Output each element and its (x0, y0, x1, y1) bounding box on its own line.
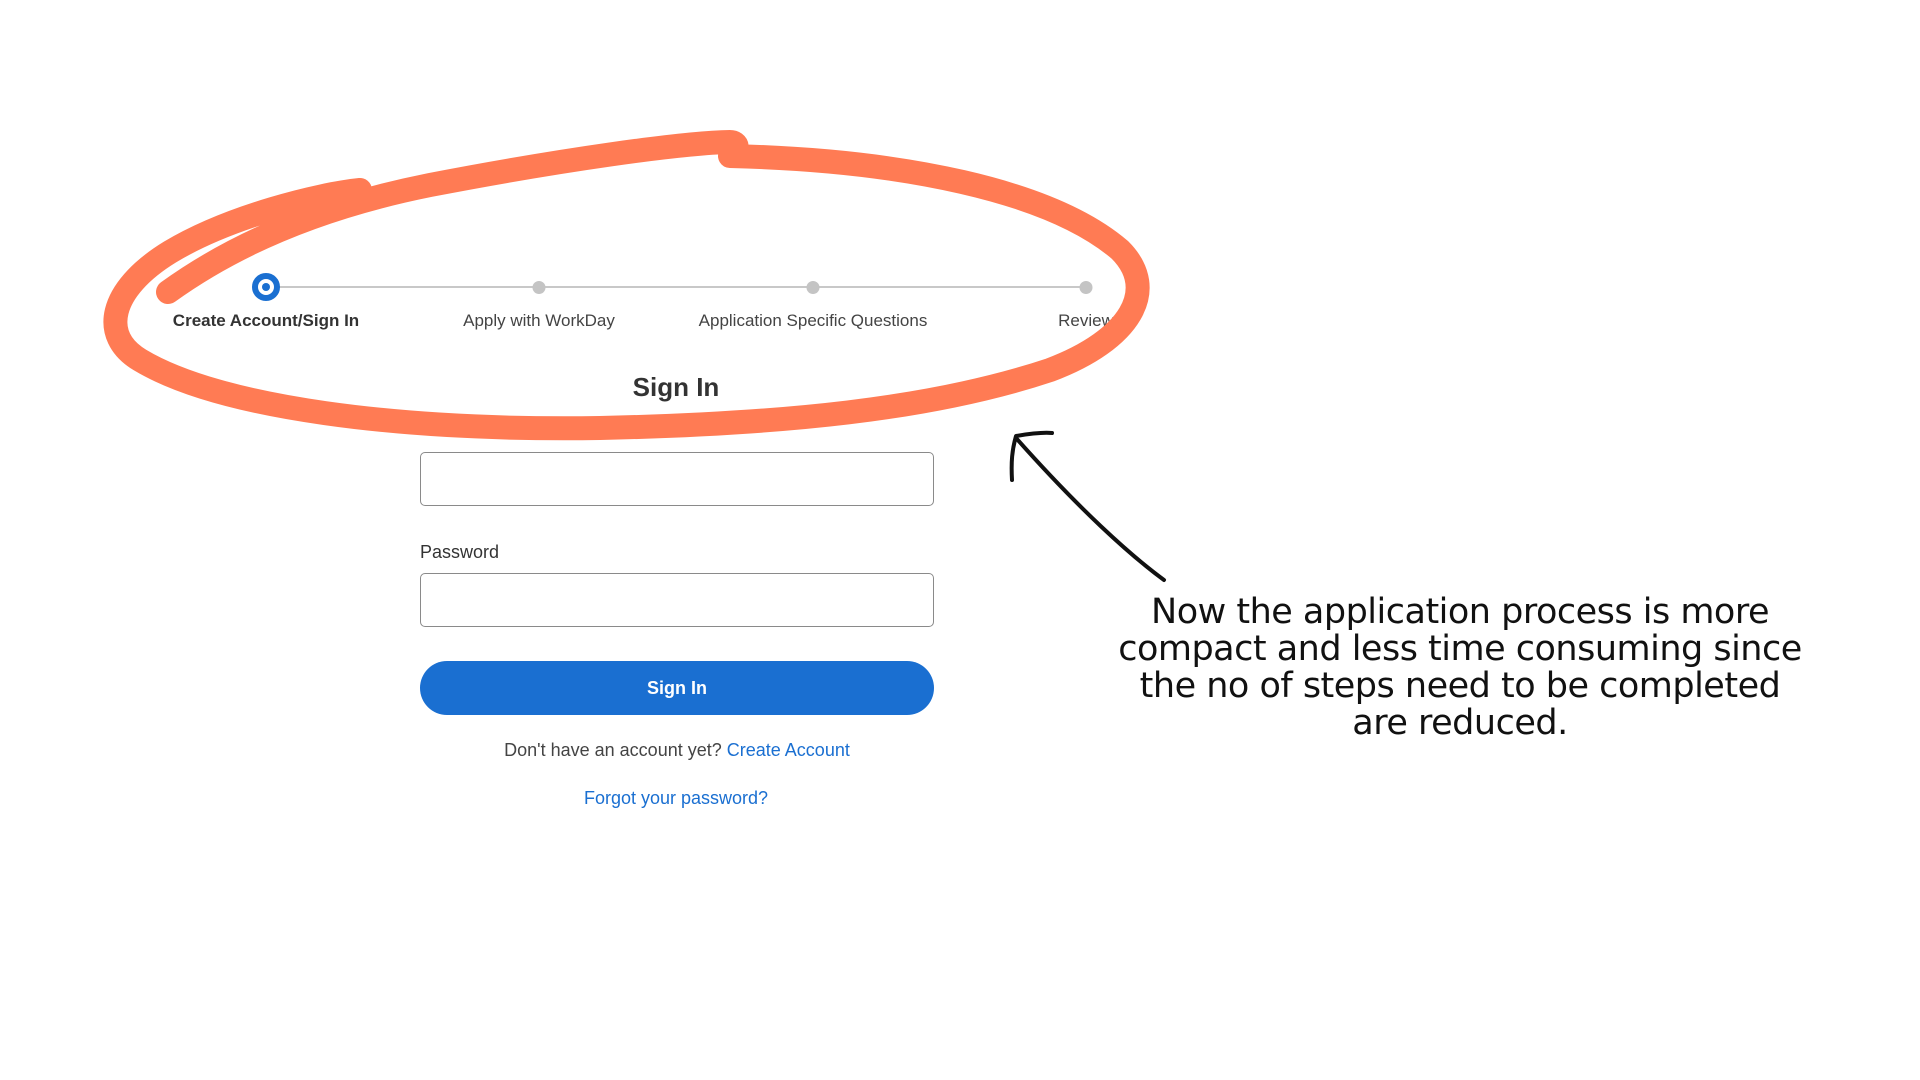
step-label-review: Review (1058, 311, 1114, 330)
forgot-password-link[interactable]: Forgot your password? (583, 788, 769, 808)
step-label-apply-workday: Apply with WorkDay (463, 311, 615, 330)
step-indicator-application-questions (806, 281, 820, 294)
step-indicator-create-account (252, 273, 280, 301)
stepper-track (266, 286, 1086, 288)
password-label: Password (420, 542, 500, 562)
no-account-text: Don't have an account yet? (504, 740, 722, 760)
progress-stepper: Create Account/Sign In Apply with WorkDa… (0, 0, 1920, 360)
step-label-create-account: Create Account/Sign In (172, 311, 360, 330)
page-title: Sign In (632, 372, 720, 402)
arrow-line (1014, 436, 1166, 582)
password-input[interactable] (420, 573, 934, 627)
step-label-application-questions: Application Specific Questions (698, 311, 928, 330)
step-indicator-apply-workday (532, 281, 546, 294)
arrow-head (1009, 430, 1054, 482)
step-indicator-review (1079, 281, 1093, 294)
forgot-password-row: Forgot your password? (0, 788, 1352, 809)
email-input[interactable] (420, 452, 934, 506)
create-account-prompt: Don't have an account yet? Create Accoun… (0, 740, 1354, 761)
sign-in-button[interactable]: Sign In (420, 661, 934, 715)
create-account-link[interactable]: Create Account (726, 740, 850, 760)
annotation-note: Now the application process is more comp… (1118, 592, 1802, 743)
